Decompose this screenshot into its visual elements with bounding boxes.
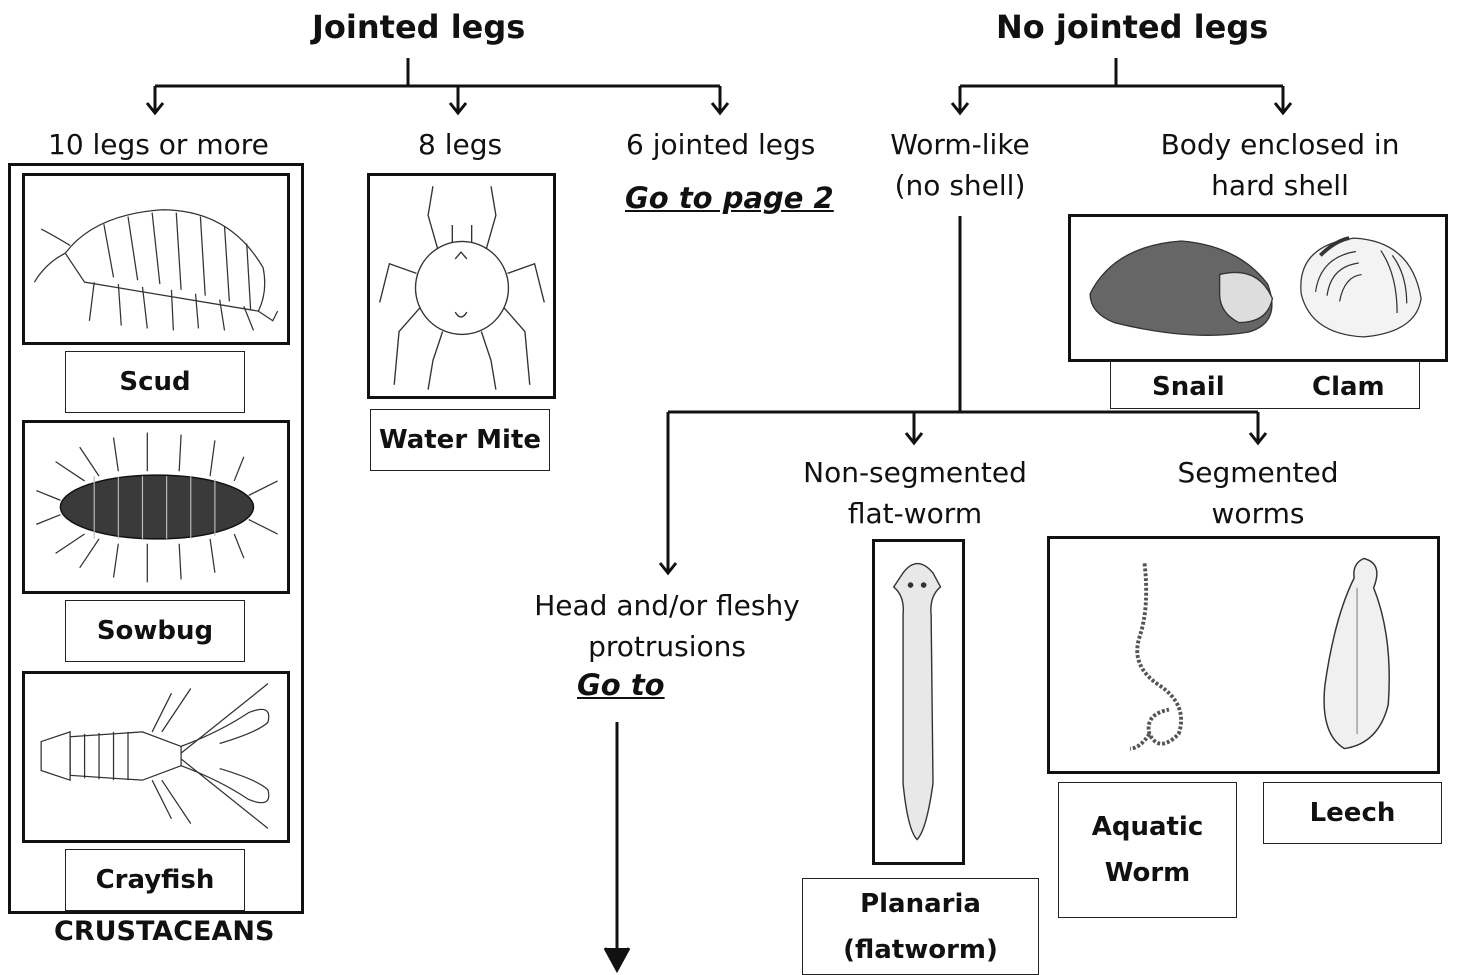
category-worm-like: Worm-like (no shell) <box>860 124 1060 206</box>
category-non-segmented-line1: Non-segmented <box>790 452 1040 493</box>
planaria-label-line1: Planaria <box>860 881 981 927</box>
category-six-legs: 6 jointed legs <box>626 124 815 165</box>
heading-jointed-legs: Jointed legs <box>312 8 525 46</box>
go-to-link[interactable]: Go to <box>577 668 665 702</box>
scud-image <box>22 173 290 345</box>
category-segmented: Segmented worms <box>1150 452 1366 534</box>
water-mite-label: Water Mite <box>370 409 550 471</box>
aquatic-worm-label-line1: Aquatic <box>1092 804 1204 850</box>
water-mite-icon <box>370 176 553 396</box>
crayfish-icon <box>25 674 287 840</box>
go-to-page-2-link[interactable]: Go to page 2 <box>625 181 834 215</box>
category-non-segmented: Non-segmented flat-worm <box>790 452 1040 534</box>
leech-icon <box>1050 539 1437 771</box>
category-non-segmented-line2: flat-worm <box>790 493 1040 534</box>
category-worm-like-line2: (no shell) <box>860 165 1060 206</box>
planaria-label: Planaria (flatworm) <box>802 878 1039 975</box>
category-head-fleshy: Head and/or fleshy protrusions <box>520 585 814 667</box>
segmented-worms-image <box>1047 536 1440 774</box>
snail-clam-image <box>1068 214 1448 362</box>
planaria-label-line2: (flatworm) <box>843 927 998 973</box>
aquatic-worm-label: Aquatic Worm <box>1058 782 1237 918</box>
planaria-image <box>872 539 965 865</box>
category-segmented-line1: Segmented <box>1150 452 1366 493</box>
aquatic-worm-label-line2: Worm <box>1105 850 1191 896</box>
category-ten-legs: 10 legs or more <box>48 124 269 165</box>
crustaceans-label: CRUSTACEANS <box>54 916 274 947</box>
planaria-icon <box>875 542 962 862</box>
scud-icon <box>25 176 287 342</box>
category-head-fleshy-line2: protrusions <box>520 626 814 667</box>
clam-icon <box>1071 217 1445 359</box>
crayfish-label: Crayfish <box>65 849 245 911</box>
category-hard-shell-line2: hard shell <box>1140 165 1420 206</box>
category-segmented-line2: worms <box>1150 493 1366 534</box>
category-worm-like-line1: Worm-like <box>860 124 1060 165</box>
water-mite-image <box>367 173 556 399</box>
category-hard-shell: Body enclosed in hard shell <box>1140 124 1420 206</box>
leech-label: Leech <box>1263 782 1442 844</box>
sowbug-label: Sowbug <box>65 600 245 662</box>
crayfish-image <box>22 671 290 843</box>
scud-label: Scud <box>65 351 245 413</box>
heading-no-jointed-legs: No jointed legs <box>996 8 1268 46</box>
snail-label: Snail <box>1152 372 1225 402</box>
clam-label: Clam <box>1312 372 1385 402</box>
sowbug-icon <box>25 423 287 591</box>
category-head-fleshy-line1: Head and/or fleshy <box>520 585 814 626</box>
sowbug-image <box>22 420 290 594</box>
category-eight-legs: 8 legs <box>418 124 502 165</box>
category-hard-shell-line1: Body enclosed in <box>1140 124 1420 165</box>
